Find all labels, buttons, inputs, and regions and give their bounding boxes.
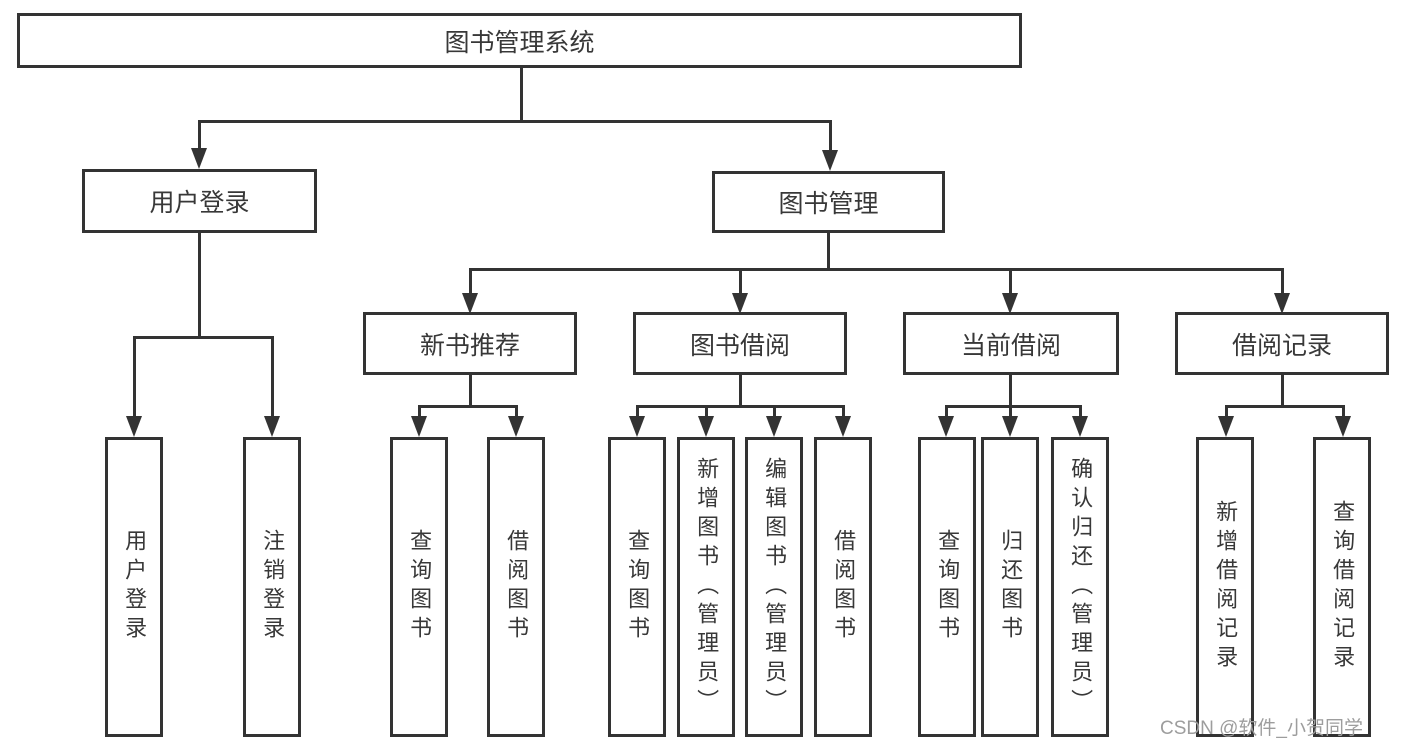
node-label: 查询图书 — [407, 529, 433, 645]
node-label: 新增借阅记录 — [1213, 500, 1239, 674]
connector-user-branch — [133, 336, 274, 339]
connector-drop-b2 — [515, 405, 518, 419]
connector-drop-book-borrow — [739, 268, 742, 296]
connector-drop-c1 — [636, 405, 639, 419]
node-leaf-edit-books-admin: 编辑图书（管理员） — [745, 437, 803, 737]
node-label: 新增图书（管理员） — [694, 456, 720, 718]
node-label: 确认归还（管理员） — [1068, 456, 1094, 718]
node-leaf-add-books-admin: 新增图书（管理员） — [677, 437, 735, 737]
node-leaf-add-borrow-record: 新增借阅记录 — [1196, 437, 1254, 737]
node-label: 查询图书 — [625, 529, 651, 645]
node-label: 注销登录 — [260, 529, 286, 645]
connector-root-stem — [520, 66, 523, 122]
arrowhead-user-login — [191, 148, 207, 169]
node-label: 借阅记录 — [1231, 331, 1332, 360]
arrowhead-current-borrow — [1002, 293, 1018, 314]
arrowhead-borrow-record — [1274, 293, 1290, 314]
node-book-borrowing: 图书借阅 — [633, 312, 847, 375]
node-leaf-current-query-books: 查询图书 — [918, 437, 976, 737]
arrowhead-c4 — [835, 416, 851, 437]
node-leaf-recommend-query-books: 查询图书 — [390, 437, 448, 737]
arrowhead-c3 — [766, 416, 782, 437]
node-label: 借阅图书 — [831, 529, 857, 645]
arrowhead-c1 — [629, 416, 645, 437]
node-current-borrowing: 当前借阅 — [903, 312, 1119, 375]
connector-root-branch — [198, 120, 832, 123]
node-leaf-recommend-borrow-books: 借阅图书 — [487, 437, 545, 737]
node-leaf-logout: 注销登录 — [243, 437, 301, 737]
connector-current-branch — [945, 405, 1082, 408]
node-label: 查询图书 — [935, 529, 961, 645]
node-label: 图书管理 — [778, 190, 879, 218]
connector-drop-d1 — [945, 405, 948, 419]
connector-drop-d2 — [1009, 405, 1012, 419]
connector-bookmgmt-branch — [469, 268, 1282, 271]
arrowhead-e2 — [1335, 416, 1351, 437]
node-label: 借阅图书 — [504, 529, 530, 645]
connector-drop-borrow-record — [1281, 268, 1284, 296]
arrowhead-new-book — [462, 293, 478, 314]
connector-newbook-stem — [469, 375, 472, 408]
node-user-login: 用户登录 — [82, 169, 317, 233]
connector-records-stem — [1281, 375, 1284, 408]
connector-current-stem — [1009, 375, 1012, 408]
connector-drop-login-leaf — [133, 336, 136, 418]
arrowhead-book-mgmt — [822, 150, 838, 171]
node-new-book-recommend: 新书推荐 — [363, 312, 577, 375]
connector-drop-book-mgmt — [829, 120, 832, 154]
node-book-management: 图书管理 — [712, 171, 945, 233]
connector-drop-user-login — [198, 120, 201, 152]
connector-drop-new-book — [469, 268, 472, 296]
connector-drop-c2 — [705, 405, 708, 419]
connector-records-branch — [1225, 405, 1345, 408]
node-label: 当前借阅 — [960, 331, 1061, 360]
node-label: 新书推荐 — [419, 331, 520, 360]
arrowhead-b1 — [411, 416, 427, 437]
connector-drop-e1 — [1225, 405, 1228, 419]
connector-drop-current-borrow — [1009, 268, 1012, 296]
node-leaf-borrow-books: 借阅图书 — [814, 437, 872, 737]
node-leaf-return-books: 归还图书 — [981, 437, 1039, 737]
arrowhead-book-borrow — [732, 293, 748, 314]
arrowhead-logout-leaf — [264, 416, 280, 437]
node-borrow-records: 借阅记录 — [1175, 312, 1389, 375]
arrowhead-login-leaf — [126, 416, 142, 437]
arrowhead-c2 — [698, 416, 714, 437]
connector-drop-c3 — [773, 405, 776, 419]
node-label: 图书管理系统 — [444, 28, 595, 57]
csdn-watermark: CSDN @软件_小贺同学 — [1160, 718, 1363, 739]
arrowhead-d2 — [1002, 416, 1018, 437]
arrowhead-d1 — [938, 416, 954, 437]
node-leaf-query-borrow-record: 查询借阅记录 — [1313, 437, 1371, 737]
connector-drop-b1 — [418, 405, 421, 419]
connector-newbook-branch — [418, 405, 518, 408]
connector-user-stem — [198, 233, 201, 339]
arrowhead-b2 — [508, 416, 524, 437]
connector-borrow-branch — [636, 405, 845, 408]
node-label: 查询借阅记录 — [1330, 500, 1356, 674]
node-label: 用户登录 — [122, 529, 148, 645]
connector-drop-c4 — [842, 405, 845, 419]
node-label: 图书借阅 — [689, 331, 790, 360]
connector-drop-logout-leaf — [271, 336, 274, 418]
arrowhead-d3 — [1072, 416, 1088, 437]
node-library-management-system: 图书管理系统 — [17, 13, 1022, 68]
node-label: 用户登录 — [149, 189, 250, 217]
arrowhead-e1 — [1218, 416, 1234, 437]
node-leaf-user-login: 用户登录 — [105, 437, 163, 737]
connector-drop-e2 — [1342, 405, 1345, 419]
connector-bookmgmt-stem — [827, 233, 830, 271]
node-leaf-confirm-return-admin: 确认归还（管理员） — [1051, 437, 1109, 737]
node-label: 编辑图书（管理员） — [762, 456, 788, 718]
node-label: 归还图书 — [998, 529, 1024, 645]
connector-drop-d3 — [1079, 405, 1082, 419]
connector-borrow-stem — [739, 375, 742, 408]
node-leaf-borrow-query-books: 查询图书 — [608, 437, 666, 737]
